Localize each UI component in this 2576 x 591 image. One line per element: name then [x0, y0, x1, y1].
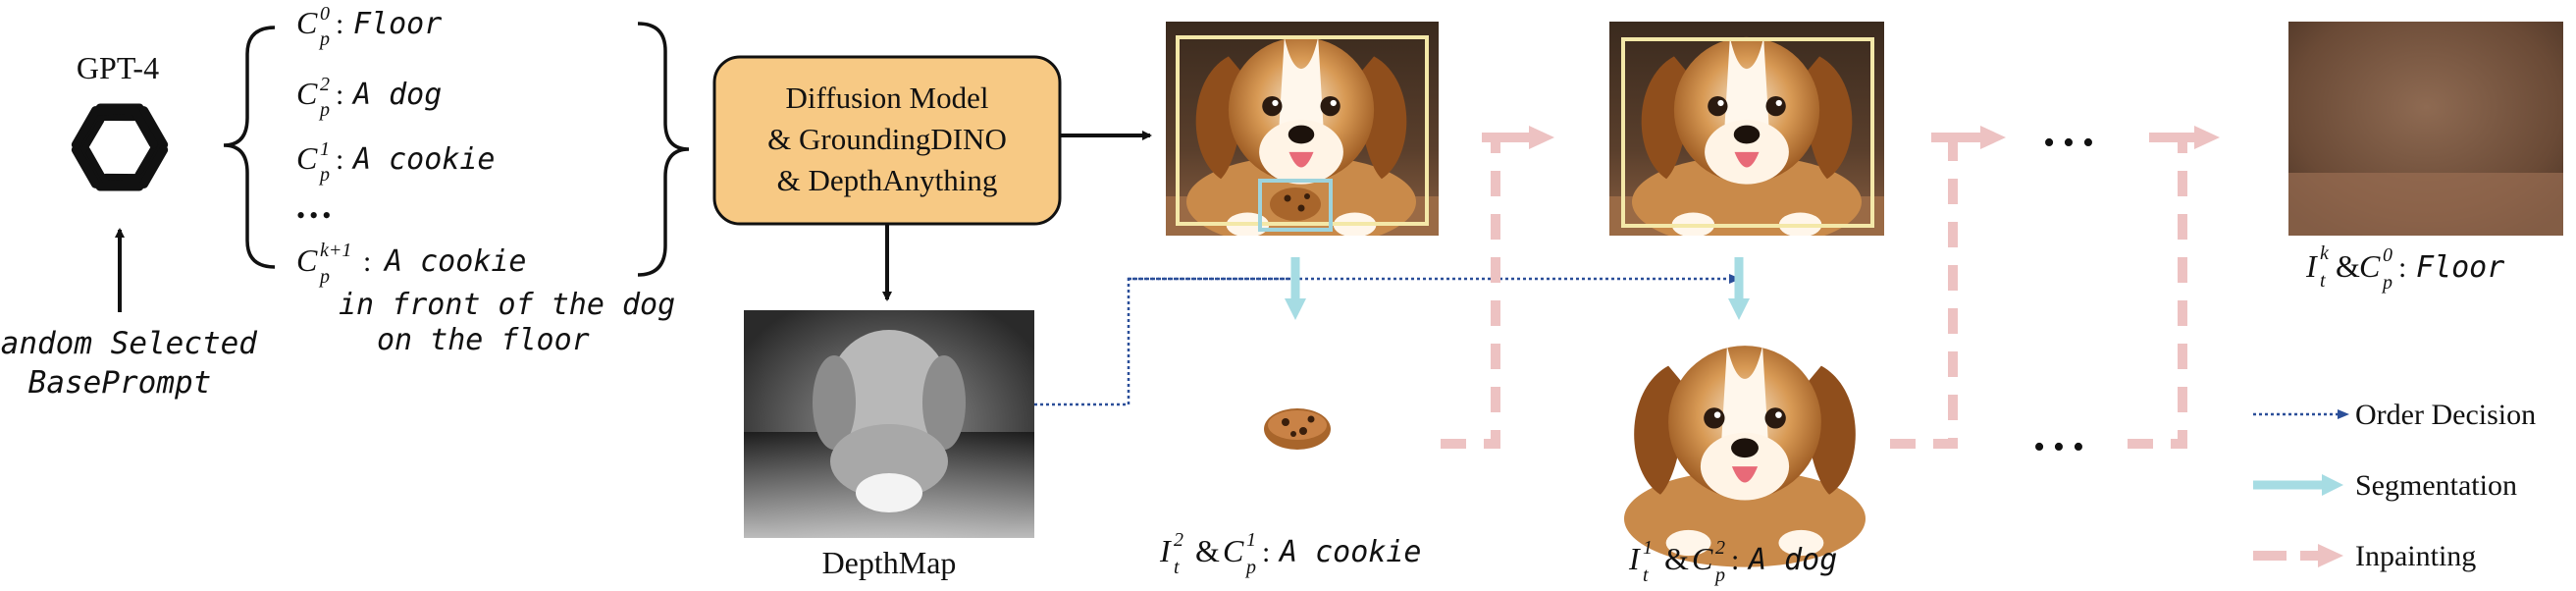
prompt-text: A cookie — [351, 142, 496, 177]
dog-inpainted-image — [1609, 22, 1884, 236]
base-prompt-line2: BasePrompt — [28, 365, 212, 401]
prompt-symbol: C — [296, 242, 318, 278]
legend-order-label: Order Decision — [2355, 399, 2536, 431]
cookie-bbox — [1258, 179, 1333, 232]
prompt-sup: 2 — [320, 74, 330, 95]
caption-dog: I 1 t & C 2 p : A dog — [1628, 537, 1837, 586]
floor-image — [2288, 22, 2563, 236]
svg-text::: : — [2398, 251, 2406, 284]
svg-text:t: t — [1174, 557, 1180, 578]
legend-segmentation-label: Segmentation — [2355, 469, 2517, 502]
inpainting-path-2 — [1890, 133, 1982, 449]
legend-inpainting-label: Inpainting — [2355, 540, 2476, 572]
svg-text::: : — [363, 245, 371, 278]
model-box-line2: & GroundingDINO — [767, 122, 1007, 156]
legend: Order Decision Segmentation Inpainting — [2253, 399, 2536, 572]
svg-text:I: I — [2305, 248, 2318, 284]
prompt-sub: p — [318, 99, 330, 121]
prompt-sub: p — [318, 28, 330, 50]
left-brace — [223, 26, 276, 269]
order-decision-line — [1034, 277, 1293, 406]
prompt-sup: k+1 — [320, 240, 351, 261]
svg-text:p: p — [1244, 557, 1256, 578]
prompt-symbol: C — [296, 5, 318, 40]
model-box-line3: & DepthAnything — [777, 163, 998, 197]
svg-text:I: I — [1628, 541, 1641, 576]
depth-map-image — [744, 310, 1034, 538]
caption-cookie-text: A cookie — [1278, 535, 1422, 569]
svg-text:&: & — [1664, 541, 1689, 576]
inpainting-path-3 — [2128, 133, 2194, 449]
caption-i-sup: k — [2320, 242, 2330, 264]
svg-text:C: C — [1692, 541, 1713, 576]
caption-cookie: I 2 t & C 1 p : A cookie — [1159, 529, 1422, 578]
prompt-sup: 1 — [320, 138, 330, 160]
ellipsis-bottom: ••• — [2033, 429, 2092, 465]
caption-c-sup: 0 — [2383, 244, 2392, 266]
prompt-sup: 0 — [320, 3, 330, 25]
prompt-item-cookie-k1: C k+1 p : A cookie — [296, 240, 527, 288]
dog-cookie-image — [1166, 22, 1439, 236]
openai-logo-icon — [71, 103, 169, 191]
svg-text:I: I — [1159, 533, 1172, 568]
svg-text:C: C — [2359, 248, 2381, 284]
inpainting-path-1 — [1441, 133, 1529, 449]
depthmap-label: DepthMap — [822, 545, 957, 580]
prompt-continuation-2: on the floor — [377, 323, 590, 357]
prompt-item-cookie: C 1 p : A cookie — [296, 138, 496, 186]
prompt-symbol: C — [296, 140, 318, 176]
caption-i-sup: 1 — [1643, 537, 1653, 559]
svg-text::: : — [1262, 536, 1270, 568]
caption-floor-text: Floor — [2416, 250, 2504, 285]
gpt-label: GPT-4 — [77, 50, 159, 85]
svg-text:t: t — [2320, 270, 2326, 292]
caption-floor: I k t & C 0 p : Floor — [2305, 242, 2504, 294]
svg-text::: : — [1731, 544, 1739, 576]
dog-bbox-2 — [1621, 37, 1874, 228]
model-box-line1: Diffusion Model — [786, 81, 989, 115]
dog-bbox — [1176, 35, 1429, 226]
prompt-sub: p — [318, 164, 330, 186]
prompt-item-floor: C 0 p : Floor — [296, 3, 442, 50]
caption-c-sup: 1 — [1246, 529, 1256, 551]
svg-text:C: C — [1223, 533, 1244, 568]
ellipsis-top: ••• — [2043, 125, 2102, 161]
prompt-symbol: C — [296, 76, 318, 111]
prompt-item-dog: C 2 p : A dog — [296, 74, 442, 121]
prompt-list: C 0 p : Floor C 2 p : A dog C 1 p : A co… — [296, 3, 675, 357]
caption-c-sup: 2 — [1715, 537, 1725, 559]
base-prompt-line1: Random Selected — [0, 326, 257, 361]
svg-text:t: t — [1643, 564, 1649, 586]
prompt-continuation-1: in front of the dog — [339, 288, 675, 322]
svg-text:&: & — [1195, 533, 1220, 568]
prompt-text: A cookie — [383, 244, 527, 279]
svg-text::: : — [336, 79, 343, 111]
svg-text::: : — [336, 143, 343, 176]
svg-text::: : — [336, 8, 343, 40]
prompt-sub: p — [318, 266, 330, 288]
prompt-text: Floor — [353, 7, 442, 41]
cookie-image — [1264, 408, 1331, 450]
prompt-ellipsis: ••• — [296, 201, 335, 230]
caption-dog-text: A dog — [1747, 543, 1837, 577]
svg-text:p: p — [2381, 272, 2392, 294]
dog-cutout-image — [1624, 346, 1866, 567]
svg-text:p: p — [1713, 564, 1725, 586]
caption-i-sup: 2 — [1174, 529, 1183, 551]
prompt-text: A dog — [351, 78, 442, 112]
svg-text:&: & — [2336, 248, 2360, 284]
right-brace — [637, 22, 690, 277]
